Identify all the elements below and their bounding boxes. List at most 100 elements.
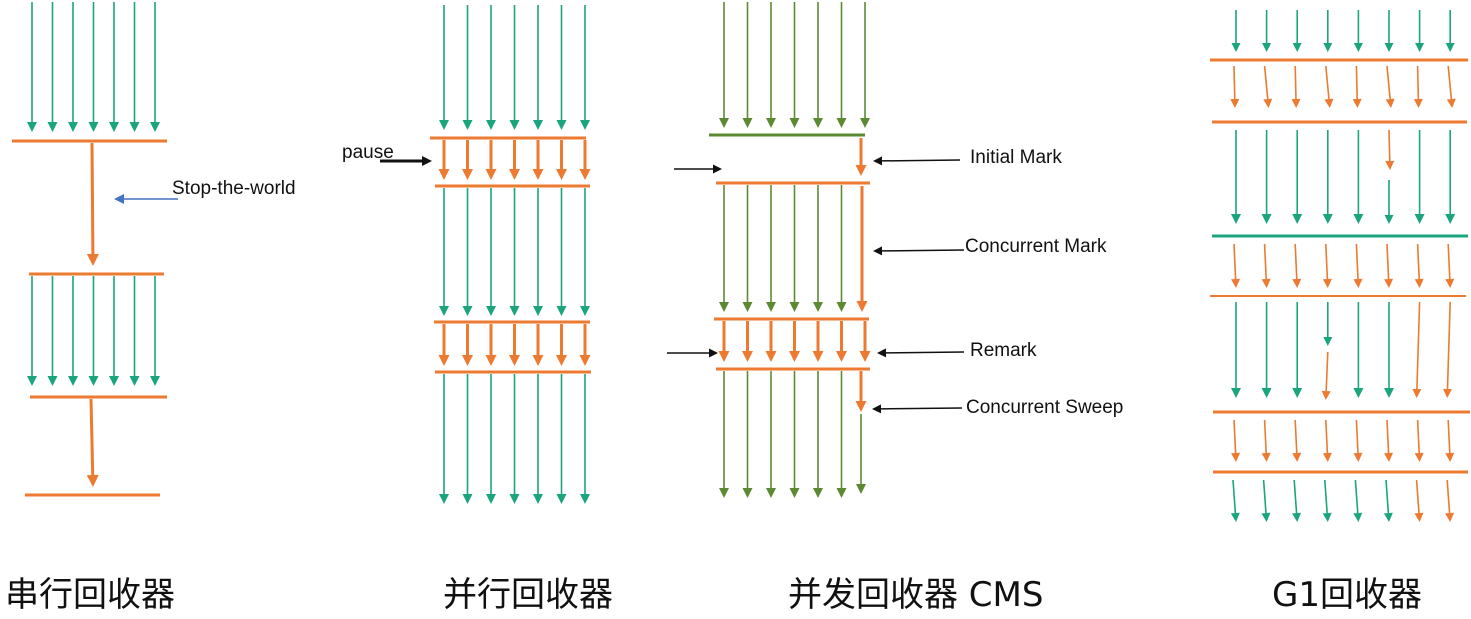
gc-thread-arrow	[812, 321, 824, 362]
gc-thread-arrow	[1414, 243, 1424, 288]
thread-arrow	[533, 374, 543, 504]
gc-thread-arrow	[1352, 65, 1362, 108]
thread-arrow	[439, 188, 449, 316]
thread-arrow	[129, 2, 140, 132]
thread-arrow	[556, 188, 567, 316]
gc-thread-arrow	[1231, 419, 1241, 462]
thread-arrow	[1322, 479, 1332, 522]
thread-arrow	[109, 276, 119, 386]
gc-thread-arrow	[1230, 65, 1240, 108]
thread-arrow	[27, 2, 37, 132]
gc-thread-arrow	[1385, 129, 1395, 170]
thread-arrow	[1384, 302, 1394, 398]
gc-thread-arrow	[1322, 243, 1332, 288]
gc-thread-arrow	[836, 321, 847, 362]
caption-parallel-collector: 并行回收器	[443, 575, 613, 615]
label-initial-mark: Initial Mark	[970, 147, 1062, 168]
gc-thread-arrow	[485, 140, 497, 180]
thread-arrow	[509, 5, 520, 130]
thread-arrow	[719, 185, 729, 312]
thread-arrow	[742, 371, 753, 498]
thread-arrow	[1383, 479, 1393, 522]
stop-the-world-pointer-arrow	[114, 194, 178, 204]
gc-thread-arrow	[1324, 65, 1334, 108]
pause-pointer-arrow	[380, 156, 432, 166]
thread-arrow	[813, 371, 823, 498]
thread-arrow	[109, 2, 119, 132]
concurrent-mark-pointer-arrow	[873, 246, 965, 256]
thread-arrow	[1231, 10, 1241, 52]
gc-thread-arrow	[1414, 479, 1424, 522]
thread-arrow	[462, 5, 473, 130]
thread-arrow	[1415, 10, 1425, 52]
thread-arrow	[789, 185, 800, 312]
thread-arrow	[742, 2, 753, 128]
thread-arrow	[1261, 302, 1272, 398]
gc-thread-arrow	[532, 140, 544, 180]
thread-arrow	[580, 5, 590, 130]
thread-arrow	[47, 2, 58, 132]
gc-thread-arrow	[462, 140, 473, 180]
thread-arrow	[462, 374, 473, 504]
thread-arrow	[836, 185, 847, 312]
gc-thread-arrow	[579, 140, 591, 180]
gc-thread-arrow	[556, 324, 567, 366]
gc-thread-arrow	[1353, 419, 1363, 462]
thread-arrow	[1445, 10, 1455, 52]
label-pause: pause	[342, 142, 394, 163]
thread-arrow	[766, 2, 776, 128]
gc-thread-arrow	[1442, 301, 1452, 398]
label-stop-the-world: Stop-the-world	[172, 178, 296, 199]
thread-arrow	[68, 2, 78, 132]
thread-arrow	[68, 276, 78, 386]
thread-arrow	[1384, 10, 1394, 52]
caption-cms-collector: 并发回收器 CMS	[788, 575, 1043, 615]
thread-arrow	[766, 185, 776, 312]
gc-thread-arrow	[1231, 243, 1241, 288]
label-remark: Remark	[970, 340, 1037, 361]
gc-thread-arrow	[438, 324, 450, 366]
thread-arrow	[556, 5, 567, 130]
thread-arrow	[509, 374, 520, 504]
gc-thread-arrow	[1413, 65, 1423, 108]
thread-arrow	[836, 371, 847, 498]
thread-arrow	[129, 276, 140, 386]
thread-arrow	[439, 374, 449, 504]
gc-thread-arrow	[532, 324, 544, 366]
thread-arrow	[533, 5, 543, 130]
thread-arrow	[150, 2, 160, 132]
gc-thread-arrow	[1445, 479, 1455, 522]
gc-thread-arrow	[1261, 243, 1271, 288]
gc-thread-arrow	[86, 142, 99, 266]
thread-arrow	[1292, 479, 1302, 522]
thread-arrow	[1322, 130, 1333, 224]
gc-thread-arrow	[856, 186, 868, 312]
gc-thread-arrow	[1445, 419, 1455, 462]
gc-thread-arrow	[1292, 419, 1302, 462]
thread-arrow	[556, 374, 567, 504]
thread-arrow	[1445, 130, 1456, 224]
initial-mark-side-arrow	[674, 164, 722, 174]
thread-arrow	[719, 2, 729, 128]
gc-thread-arrow	[579, 324, 591, 366]
thread-arrow	[439, 5, 449, 130]
gc-thread-arrow	[765, 321, 777, 362]
thread-arrow	[509, 188, 520, 316]
thread-arrow	[1353, 10, 1363, 52]
gc-thread-arrow	[86, 398, 99, 487]
thread-arrow	[1231, 302, 1241, 398]
gc-thread-arrow	[1414, 419, 1424, 462]
gc-thread-arrow	[1446, 65, 1456, 108]
thread-arrow	[1261, 479, 1271, 522]
label-concurrent-sweep: Concurrent Sweep	[966, 397, 1123, 418]
thread-arrow	[1261, 130, 1272, 224]
thread-arrow	[1262, 10, 1272, 52]
thread-arrow	[1353, 130, 1364, 224]
gc-thread-arrow	[509, 140, 520, 180]
gc-thread-arrow	[1261, 419, 1271, 462]
gc-thread-arrow	[855, 371, 867, 412]
gc-thread-arrow	[1445, 243, 1455, 288]
thread-arrow	[813, 185, 823, 312]
thread-arrow	[860, 2, 870, 128]
gc-thread-arrow	[462, 324, 473, 366]
